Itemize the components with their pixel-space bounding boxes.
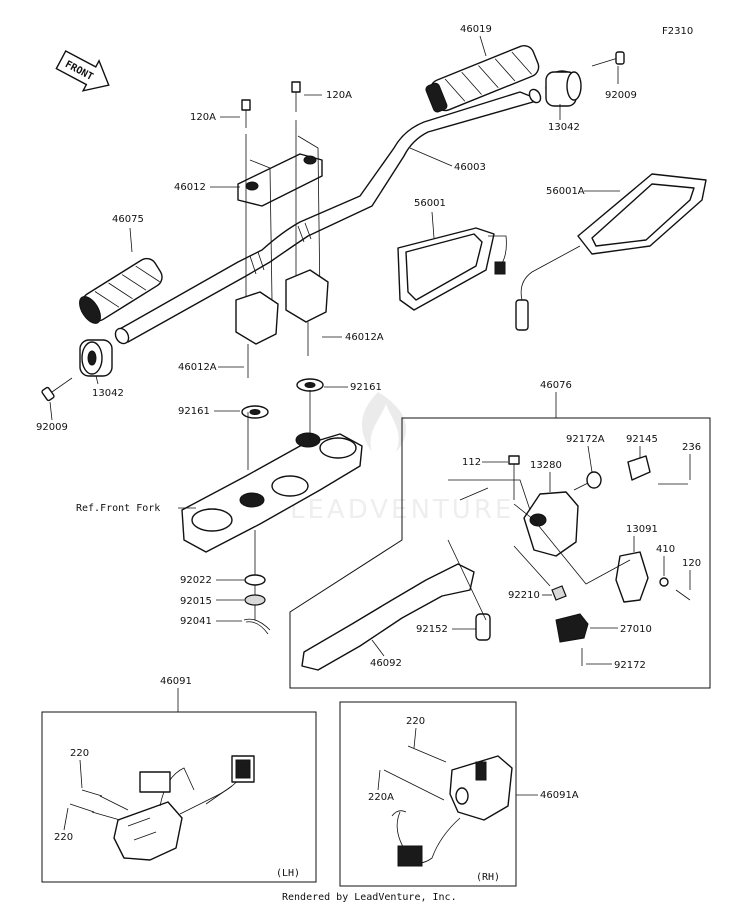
label-46012A-right: 46012A <box>345 332 384 343</box>
mirror-right <box>515 173 707 331</box>
rh-switch-assembly <box>383 745 513 867</box>
label-13280: 13280 <box>530 460 562 471</box>
handlebar-riser-right <box>285 269 329 356</box>
watermark-text: LEADVENTURE <box>290 495 514 525</box>
label-46076: 46076 <box>540 380 572 391</box>
footer-credit: Rendered by LeadVenture, Inc. <box>282 892 457 903</box>
label-92161-right: 92161 <box>350 382 382 393</box>
watermark: LEADVENTURE <box>290 392 514 525</box>
figure-code: F2310 <box>662 26 693 37</box>
label-ref-front-fork: Ref.Front Fork <box>76 503 160 514</box>
lh-switch-box <box>41 711 317 883</box>
handlebar <box>114 88 542 345</box>
label-92022: 92022 <box>180 575 212 586</box>
label-46091: 46091 <box>160 676 192 687</box>
label-236: 236 <box>682 442 701 453</box>
label-410: 410 <box>656 544 675 555</box>
label-13042-left: 13042 <box>92 388 124 399</box>
right-grip <box>425 45 540 113</box>
bar-end-screw-right <box>591 51 625 67</box>
label-46091A: 46091A <box>540 790 579 801</box>
bar-end-screw-left <box>41 377 73 402</box>
label-13091: 13091 <box>626 524 658 535</box>
washer-92022 <box>244 574 266 586</box>
lh-switch-assembly <box>69 755 255 861</box>
label-120A-left: 120A <box>190 112 216 123</box>
lever-assembly-box <box>289 417 711 689</box>
label-120: 120 <box>682 558 701 569</box>
label-220A: 220A <box>368 792 394 803</box>
label-220-lh-a: 220 <box>70 748 89 759</box>
label-92009-left: 92009 <box>36 422 68 433</box>
handlebar-holder-upper <box>237 81 323 301</box>
label-120A-top: 120A <box>326 90 352 101</box>
label-92210: 92210 <box>508 590 540 601</box>
bar-end-weight-left <box>79 339 113 377</box>
rh-switch-box <box>339 701 517 887</box>
label-92145: 92145 <box>626 434 658 445</box>
label-46003: 46003 <box>454 162 486 173</box>
handlebar-riser-left <box>235 291 279 378</box>
label-27010: 27010 <box>620 624 652 635</box>
label-rh: (RH) <box>476 872 500 883</box>
label-92015: 92015 <box>180 596 212 607</box>
lever-assembly <box>301 455 691 671</box>
mirror-left <box>397 227 507 311</box>
label-46075: 46075 <box>112 214 144 225</box>
label-46019: 46019 <box>460 24 492 35</box>
part-labels: 46019 92009 13042 120A 120A 46003 46012 … <box>36 24 701 883</box>
label-56001A: 56001A <box>546 186 585 197</box>
label-220-lh-b: 220 <box>54 832 73 843</box>
label-lh: (LH) <box>276 868 300 879</box>
left-grip <box>79 257 163 324</box>
bar-end-weight-right <box>545 70 582 107</box>
nut-92015 <box>244 594 266 606</box>
cotter-pin-92041 <box>243 618 271 635</box>
label-46012: 46012 <box>174 182 206 193</box>
fork-bracket <box>181 390 363 620</box>
label-92041: 92041 <box>180 616 212 627</box>
label-92161-left: 92161 <box>178 406 210 417</box>
label-92172A: 92172A <box>566 434 605 445</box>
label-112: 112 <box>462 457 481 468</box>
front-arrow: FRONT <box>55 50 110 92</box>
label-220-rh: 220 <box>406 716 425 727</box>
label-92009-top: 92009 <box>605 90 637 101</box>
label-56001: 56001 <box>414 198 446 209</box>
label-92172: 92172 <box>614 660 646 671</box>
label-92152: 92152 <box>416 624 448 635</box>
label-46012A-left: 46012A <box>178 362 217 373</box>
label-46092: 46092 <box>370 658 402 669</box>
label-13042-top: 13042 <box>548 122 580 133</box>
